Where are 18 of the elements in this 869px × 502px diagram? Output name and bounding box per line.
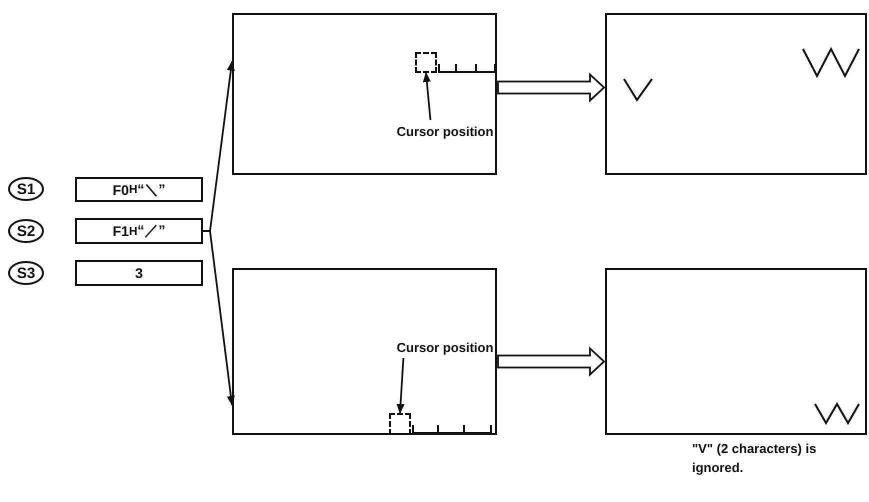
display-screen bbox=[232, 268, 497, 435]
arrow bbox=[422, 72, 432, 120]
hollow-arrow bbox=[497, 72, 606, 103]
cursor-label: Cursor position bbox=[393, 336, 497, 358]
cursor-label: Cursor position bbox=[393, 120, 497, 142]
instruction-field: 3 bbox=[75, 260, 203, 286]
hollow-arrow bbox=[497, 346, 606, 377]
display-screen bbox=[605, 268, 867, 435]
arrow bbox=[203, 230, 235, 406]
step-number: S3 bbox=[8, 261, 44, 285]
display-screen bbox=[605, 13, 867, 175]
cursor-marker bbox=[389, 413, 411, 435]
step-number: S2 bbox=[8, 219, 44, 243]
arrow bbox=[396, 358, 405, 414]
cursor-marker bbox=[415, 52, 437, 73]
display-screen bbox=[232, 13, 497, 175]
screen-caption: "V" (2 characters) is ignored. bbox=[692, 440, 818, 477]
step-number: S1 bbox=[8, 177, 44, 201]
